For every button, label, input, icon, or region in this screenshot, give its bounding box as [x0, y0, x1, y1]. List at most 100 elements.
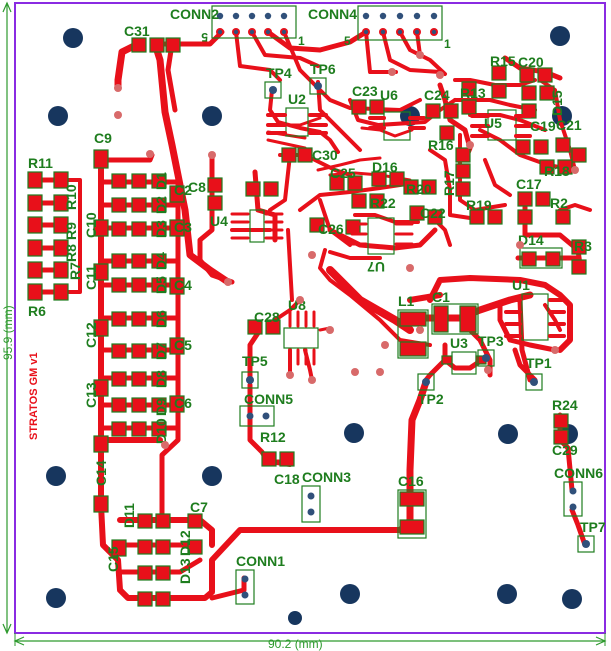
u3-label: U3 [450, 335, 468, 351]
u1-label: U1 [512, 277, 530, 293]
conn1-header [235, 569, 255, 605]
c28-label: C28 [254, 309, 280, 325]
u3-ic [441, 351, 487, 375]
r17-pads [455, 163, 471, 197]
c11-label: C11 [83, 265, 99, 290]
c28-pads [247, 319, 281, 335]
d14-label: D14 [518, 232, 544, 248]
conn2-pin5-label: 5 [201, 30, 208, 44]
r6-label: R6 [28, 303, 46, 319]
tp7-testpoint [577, 535, 595, 553]
r13-label: R13 [460, 85, 486, 101]
c16-label: C16 [398, 473, 424, 489]
c5-label: C5 [174, 337, 192, 353]
c17-pads [517, 191, 551, 207]
u1-ic [504, 293, 566, 341]
c30-label: C30 [312, 147, 338, 163]
board-title: STRATOS GM v1 [28, 352, 40, 440]
c19-pads [515, 139, 549, 155]
r15-pads [491, 65, 507, 99]
d10-label: D10 [153, 418, 169, 444]
u5-label: U5 [484, 115, 502, 131]
conn2-pin1-label: 1 [298, 34, 305, 48]
c1-label: C1 [432, 289, 450, 305]
conn3-header [301, 485, 321, 523]
c26-label: C26 [318, 221, 344, 237]
u7-label: U7 [367, 259, 385, 275]
d14-diode [519, 247, 563, 269]
r7-label: R7 [67, 262, 83, 280]
conn2-header [211, 5, 297, 39]
conn1-label: CONN1 [236, 553, 285, 569]
r19-label: R19 [466, 197, 492, 213]
tp2-label: TP2 [418, 391, 444, 407]
conn4-pin5-label: 5 [344, 34, 351, 48]
r19-pads [469, 209, 503, 225]
u6-ic [368, 111, 426, 141]
r15-label: R15 [490, 53, 516, 69]
c30-pads [281, 147, 313, 163]
c7-label: C7 [190, 499, 208, 515]
d8-label: D8 [153, 370, 169, 388]
u2-ic [266, 107, 328, 137]
conn6-label: CONN6 [554, 465, 603, 481]
c10-label: C10 [83, 212, 99, 238]
l1-inductor [397, 309, 429, 359]
d16-pads [371, 171, 405, 187]
c23-pads [351, 99, 385, 115]
height-dimension-label: 95.9 (mm) [1, 305, 15, 360]
c3-label: C3 [174, 219, 192, 235]
r18-pads [539, 159, 573, 175]
conn2-label: CONN2 [170, 6, 219, 22]
c14-label: C14 [93, 460, 109, 486]
tp4-label: TP4 [266, 65, 292, 81]
r24-label: R24 [552, 397, 578, 413]
c18-label: C18 [274, 471, 300, 487]
r2-pads [517, 209, 571, 225]
c1-capacitor [431, 303, 479, 335]
tp7-label: TP7 [580, 519, 606, 535]
c16-capacitor [397, 489, 427, 539]
c9-pad [93, 149, 109, 169]
r3-label: R3 [574, 238, 592, 254]
c4-label: C4 [174, 277, 192, 293]
u7-ic [350, 217, 414, 255]
tp3-testpoint [477, 349, 495, 367]
c31-label: C31 [124, 23, 150, 39]
r17-label: R17 [441, 170, 457, 196]
c21-pads [555, 137, 587, 163]
conn5-label: CONN5 [244, 391, 293, 407]
d5-label: D5 [153, 276, 169, 294]
r13-pads [461, 81, 477, 115]
c8-label: C8 [188, 179, 206, 195]
c25-label: C25 [330, 165, 356, 181]
r22-pads [351, 193, 385, 209]
c15-label: C15 [105, 546, 121, 572]
r20-label: R20 [406, 181, 432, 197]
tp1-label: TP1 [526, 355, 552, 371]
d11-d13-pads [137, 513, 203, 607]
tp6-testpoint [309, 77, 327, 95]
c6-label: C6 [174, 395, 192, 411]
d12-label: D12 [177, 530, 193, 556]
c20-label: C20 [518, 54, 544, 70]
c25-pads [329, 175, 363, 191]
diode-column [111, 173, 185, 437]
r18-label: R18 [544, 163, 570, 179]
c22-pads [409, 205, 443, 225]
c31-part [131, 37, 181, 53]
d15-label: D15 [549, 90, 565, 116]
c10-c15-pads [93, 219, 127, 557]
tp3-label: TP3 [478, 333, 504, 349]
u4-ic [230, 209, 284, 243]
c24-label: C24 [424, 87, 450, 103]
r12-label: R12 [260, 429, 286, 445]
tp2-testpoint [417, 373, 435, 391]
c9-label: C9 [94, 130, 112, 146]
d7-label: D7 [153, 342, 169, 360]
width-dimension-label: 90.2 (mm) [268, 637, 323, 651]
u6-label: U6 [380, 87, 398, 103]
r9-label: R9 [63, 222, 79, 240]
tp5-testpoint [241, 371, 259, 389]
tp4-testpoint [264, 81, 282, 99]
